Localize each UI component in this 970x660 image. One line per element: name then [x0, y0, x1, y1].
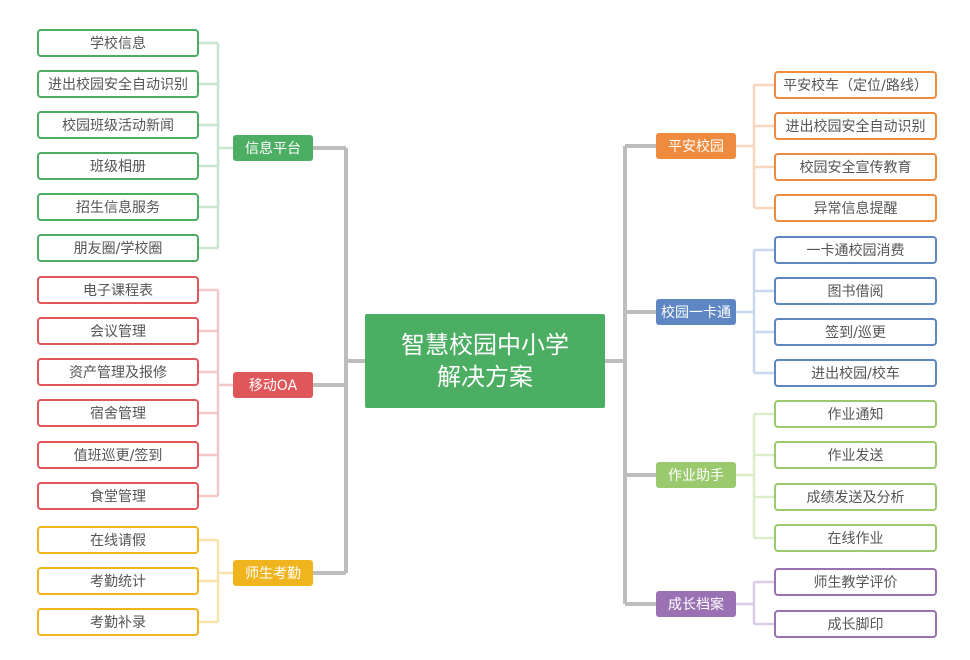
leaf-label: 进出校园安全自动识别 — [785, 119, 926, 135]
leaf-label: 在线作业 — [827, 531, 884, 547]
leaf-label: 异常信息提醒 — [813, 201, 898, 217]
category-label: 平安校园 — [668, 139, 724, 155]
leaf-node: 在线请假 — [37, 526, 199, 554]
leaf-label: 招生信息服务 — [76, 200, 160, 216]
leaf-label: 宿舍管理 — [90, 406, 146, 422]
leaf-node: 成长脚印 — [774, 610, 937, 638]
leaf-node: 平安校车（定位/路线） — [774, 71, 937, 99]
leaf-node: 宿舍管理 — [37, 399, 199, 427]
category-node: 信息平台 — [233, 135, 313, 161]
center-title-node: 智慧校园中小学 解决方案 — [365, 314, 605, 408]
leaf-node: 考勤补录 — [37, 608, 199, 636]
leaf-label: 成绩发送及分析 — [806, 490, 905, 506]
leaf-node: 班级相册 — [37, 152, 199, 180]
leaf-label: 校园班级活动新闻 — [62, 118, 174, 134]
leaf-node: 值班巡更/签到 — [37, 441, 199, 469]
category-node: 作业助手 — [656, 462, 736, 488]
leaf-node: 签到/巡更 — [774, 318, 937, 346]
leaf-node: 朋友圈/学校圈 — [37, 234, 199, 262]
leaf-node: 一卡通校园消费 — [774, 236, 937, 264]
leaf-node: 作业发送 — [774, 441, 937, 469]
leaf-label: 签到/巡更 — [825, 325, 886, 341]
leaf-label: 考勤统计 — [90, 574, 146, 590]
category-node: 师生考勤 — [233, 560, 313, 586]
leaf-label: 作业发送 — [827, 448, 884, 464]
leaf-label: 进出校园/校车 — [811, 366, 900, 382]
category-label: 成长档案 — [668, 597, 724, 613]
leaf-label: 考勤补录 — [90, 615, 146, 631]
leaf-label: 食堂管理 — [90, 489, 146, 505]
category-node: 成长档案 — [656, 591, 736, 617]
leaf-node: 进出校园安全自动识别 — [37, 70, 199, 98]
leaf-label: 班级相册 — [90, 159, 146, 175]
center-title-line2: 解决方案 — [437, 363, 533, 391]
leaf-label: 值班巡更/签到 — [73, 448, 163, 464]
leaf-node: 招生信息服务 — [37, 193, 199, 221]
leaf-label: 在线请假 — [90, 533, 146, 549]
leaf-label: 作业通知 — [827, 407, 884, 423]
leaf-node: 考勤统计 — [37, 567, 199, 595]
category-node: 校园一卡通 — [656, 299, 736, 325]
leaf-label: 电子课程表 — [83, 283, 153, 299]
leaf-node: 会议管理 — [37, 317, 199, 345]
leaf-node: 校园安全宣传教育 — [774, 153, 937, 181]
category-label: 移动OA — [248, 378, 298, 394]
category-label: 信息平台 — [245, 141, 301, 157]
category-node: 平安校园 — [656, 133, 736, 159]
leaf-node: 进出校园/校车 — [774, 359, 937, 387]
category-label: 师生考勤 — [245, 566, 301, 582]
leaf-node: 进出校园安全自动识别 — [774, 112, 937, 140]
leaf-node: 师生教学评价 — [774, 568, 937, 596]
leaf-label: 校园安全宣传教育 — [799, 160, 912, 176]
leaf-node: 校园班级活动新闻 — [37, 111, 199, 139]
leaf-label: 会议管理 — [90, 324, 146, 340]
leaf-label: 成长脚印 — [827, 617, 884, 633]
leaf-label: 一卡通校园消费 — [806, 243, 905, 259]
leaf-node: 异常信息提醒 — [774, 194, 937, 222]
leaf-label: 师生教学评价 — [813, 575, 898, 591]
leaf-node: 食堂管理 — [37, 482, 199, 510]
category-node: 移动OA — [233, 372, 313, 398]
center-title-line1: 智慧校园中小学 — [401, 330, 569, 359]
category-label: 作业助手 — [668, 468, 724, 484]
leaf-label: 朋友圈/学校圈 — [73, 241, 163, 257]
leaf-node: 资产管理及报修 — [37, 358, 199, 386]
leaf-node: 学校信息 — [37, 29, 199, 57]
leaf-node: 作业通知 — [774, 400, 937, 428]
leaf-label: 进出校园安全自动识别 — [48, 77, 188, 93]
leaf-label: 学校信息 — [90, 36, 146, 52]
leaf-label: 图书借阅 — [827, 284, 884, 300]
leaf-node: 图书借阅 — [774, 277, 937, 305]
leaf-label: 资产管理及报修 — [69, 365, 167, 381]
leaf-node: 成绩发送及分析 — [774, 483, 937, 511]
leaf-node: 在线作业 — [774, 524, 937, 552]
leaf-label: 平安校车（定位/路线） — [783, 78, 928, 94]
leaf-node: 电子课程表 — [37, 276, 199, 304]
category-label: 校园一卡通 — [661, 305, 731, 321]
